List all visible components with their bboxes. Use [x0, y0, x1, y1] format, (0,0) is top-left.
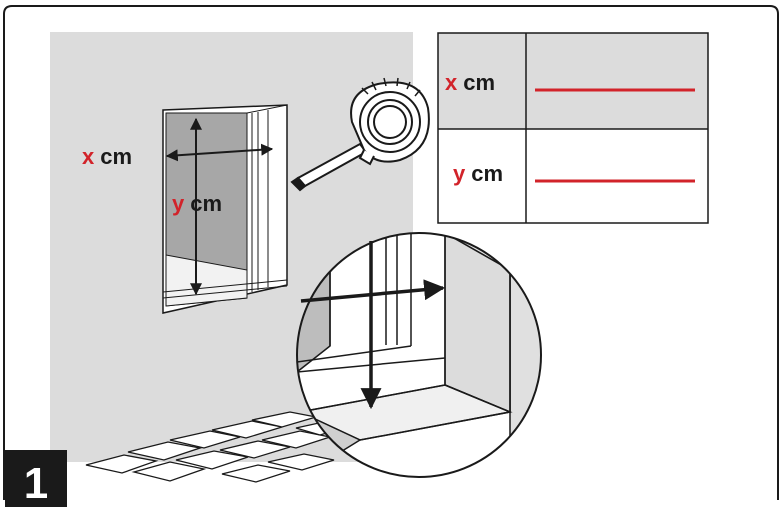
height-var: y [172, 191, 185, 216]
tape-measure-icon [290, 77, 430, 192]
height-unit: cm [190, 191, 222, 216]
width-arrow [165, 143, 274, 162]
table-row-y-var: y [453, 161, 466, 186]
table-row-x-var: x [445, 70, 458, 95]
table-row-x-unit: cm [463, 70, 495, 95]
paving-stones [85, 411, 353, 483]
step-badge [5, 450, 67, 507]
width-var: x [82, 144, 95, 169]
table-row-y-unit: cm [471, 161, 503, 186]
magnified-detail-icon [296, 232, 542, 478]
table-row-y-bg [438, 129, 708, 223]
step-number: 1 [24, 459, 48, 507]
table-border [437, 32, 709, 224]
outer-frame [3, 5, 779, 500]
table-row-x-bg [438, 33, 708, 129]
width-unit: cm [100, 144, 132, 169]
